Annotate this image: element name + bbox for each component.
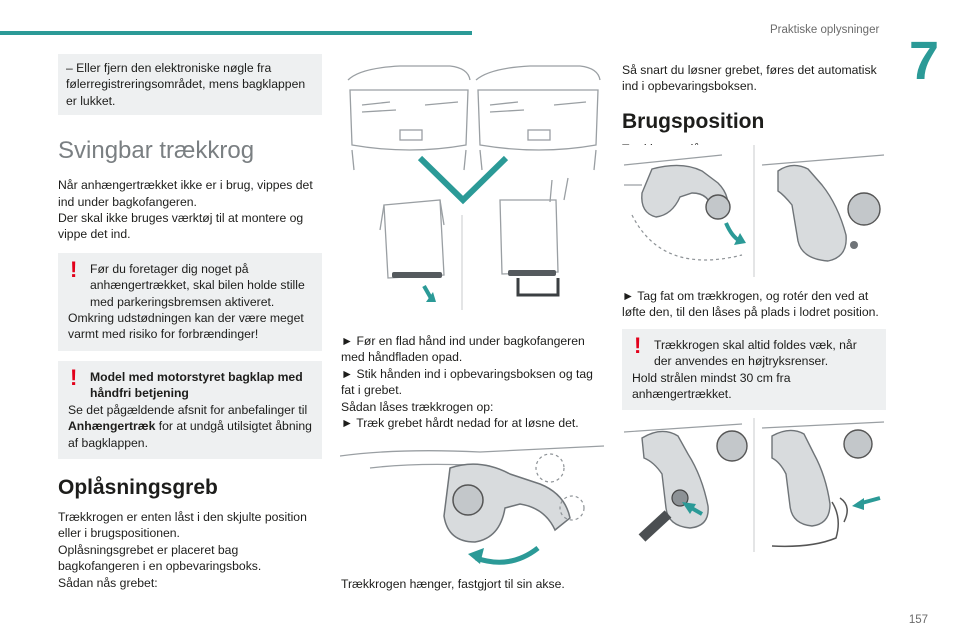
hook-rotate-svg [623, 145, 885, 277]
illustration-hook-hanging [340, 438, 604, 572]
illustration-hook-cable [622, 418, 886, 552]
warning-icon: ! [634, 332, 642, 358]
caption-text: Trækkrogen hænger, fastgjort til sin aks… [341, 577, 565, 591]
paragraph: Sådan nås grebet: [58, 575, 158, 590]
hook-cable-svg [623, 418, 885, 552]
warning-box: ! Trækkrogen skal altid foldes væk, når … [622, 328, 886, 411]
heading-brugsposition: Brugsposition [622, 109, 765, 133]
warning-text: Før du foretager dig noget på anhængertr… [90, 261, 305, 309]
warning-icon: ! [70, 256, 78, 282]
paragraph: Når anhængertrækket ikke er i brug, vipp… [58, 178, 313, 209]
note-box: – Eller fjern den elektroniske nøgle fra… [58, 54, 322, 116]
warning-box: ! Model med motorstyret bagklap med hånd… [58, 360, 322, 459]
column-right-lower: ► Tag fat om trækkrogen, og rotér den ve… [622, 288, 886, 411]
illustration-hook-rotate [622, 145, 886, 277]
paragraph: Sådan låses trækkrogen op: [341, 399, 494, 414]
warning-icon: ! [70, 364, 78, 390]
heading-svingbar: Svingbar trækkrog [58, 137, 255, 165]
warning-text: Omkring udstødningen kan der være meget … [68, 311, 304, 342]
column-middle: ► Før en flad hånd ind under bagkofanger… [341, 333, 603, 431]
paragraph: Så snart du løsner grebet, føres det aut… [622, 63, 877, 94]
header-accent-bar [0, 31, 472, 35]
paragraph: Oplåsningsgrebet er placeret bag bagkofa… [58, 542, 262, 574]
column-left: – Eller fjern den elektroniske nøgle fra… [58, 54, 322, 591]
step-text: ► Stik hånden ind i opbevaringsboksen og… [341, 366, 593, 398]
chapter-number: 7 [888, 31, 960, 91]
column-right: Så snart du løsner grebet, føres det aut… [622, 62, 886, 157]
warning-text-part: for at undgå utilsigtet åbning af bagkla… [68, 419, 312, 450]
note-text: – Eller fjern den elektroniske nøgle fra… [66, 61, 306, 108]
warning-text-bold: Anhængertræk [68, 419, 156, 434]
warning-text: Trækkrogen skal altid foldes væk, når de… [654, 337, 857, 369]
caption-block: Trækkrogen hænger, fastgjort til sin aks… [341, 576, 603, 592]
paragraph: Der skal ikke bruges værktøj til at mont… [58, 211, 304, 242]
step-text: ► Tag fat om trækkrogen, og rotér den ve… [622, 289, 879, 320]
hook-hanging-svg [340, 445, 604, 565]
warning-text: Se det pågældende afsnit for anbefalinge… [68, 402, 312, 451]
step-text: ► Før en flad hånd ind under bagkofanger… [341, 334, 585, 365]
warning-box: ! Før du foretager dig noget på anhænger… [58, 252, 322, 351]
bumper-illustration-svg [347, 65, 601, 310]
warning-text: Hold strålen mindst 30 cm fra anhængertr… [632, 370, 791, 402]
heading-oplaasningsgreb: Oplåsningsgreb [58, 475, 218, 499]
illustration-bumper-handle [340, 50, 604, 314]
paragraph: Trækkrogen er enten låst i den skjulte p… [58, 509, 307, 541]
warning-title: Model med motorstyret bagklap med håndfr… [90, 369, 303, 401]
step-text: ► Træk grebet hårdt nedad for at løsne d… [341, 416, 579, 431]
page-number: 157 [908, 614, 928, 626]
section-title: Praktiske oplysninger [770, 24, 880, 36]
warning-text-part: Se det pågældende afsnit for anbefalinge… [68, 402, 308, 417]
